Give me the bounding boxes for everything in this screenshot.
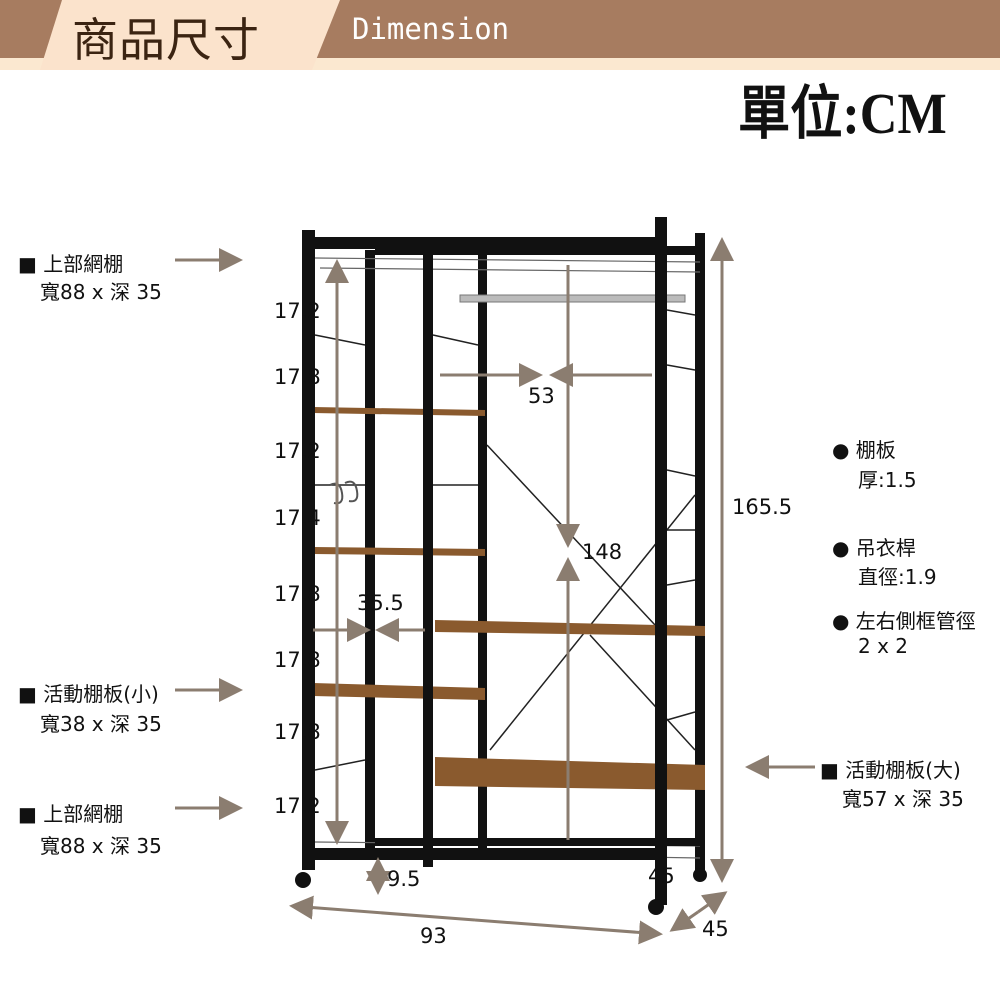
note-frame: ● 左右側框管徑 [832,609,976,633]
depth-label: 45 [702,917,729,941]
note-rod-value: 直徑:1.9 [858,565,937,589]
width-label: 93 [420,924,447,948]
clearance-label: 9.5 [387,867,421,891]
spacing-label: 17.8 [274,648,321,672]
note-shelf: ● 棚板 [832,438,896,462]
hanging-width-label: 53 [528,384,555,408]
header-subtitle: Dimension [352,12,510,46]
label-small-shelf-size: 寬38 x 深 35 [40,712,162,736]
note-frame-value: 2 x 2 [858,634,908,658]
spacing-label: 17.2 [274,299,321,323]
unit-label: 單位:CM [738,81,947,146]
spacing-label: 17.8 [274,582,321,606]
label-small-shelf: ■ 活動棚板(小) [18,682,159,706]
label-large-shelf: ■ 活動棚板(大) [820,758,961,782]
small-shelf-width-label: 35.5 [357,591,404,615]
label-top-wire-shelf: ■ 上部網棚 [18,252,124,276]
label-large-shelf-size: 寬57 x 深 35 [842,787,964,811]
rack-frame [295,217,707,915]
label-top-wire-shelf-size: 寬88 x 深 35 [40,280,162,304]
spacing-label: 17.2 [274,439,321,463]
inner-depth-label: 45 [648,864,675,888]
spacing-label: 17.8 [274,365,321,389]
hanging-height-label: 148 [582,540,623,564]
spacing-label: 17.2 [274,794,321,818]
dimension-arrows [175,237,815,945]
note-rod: ● 吊衣桿 [832,536,916,560]
spacing-label: 17.4 [274,506,321,530]
note-shelf-value: 厚:1.5 [858,468,917,492]
label-bottom-wire-shelf: ■ 上部網棚 [18,802,124,826]
header-title: 商品尺寸 [72,13,260,67]
header-tab [40,0,340,70]
height-label: 165.5 [732,495,793,519]
label-bottom-wire-shelf-size: 寬88 x 深 35 [40,834,162,858]
spacing-label: 17.8 [274,720,321,744]
